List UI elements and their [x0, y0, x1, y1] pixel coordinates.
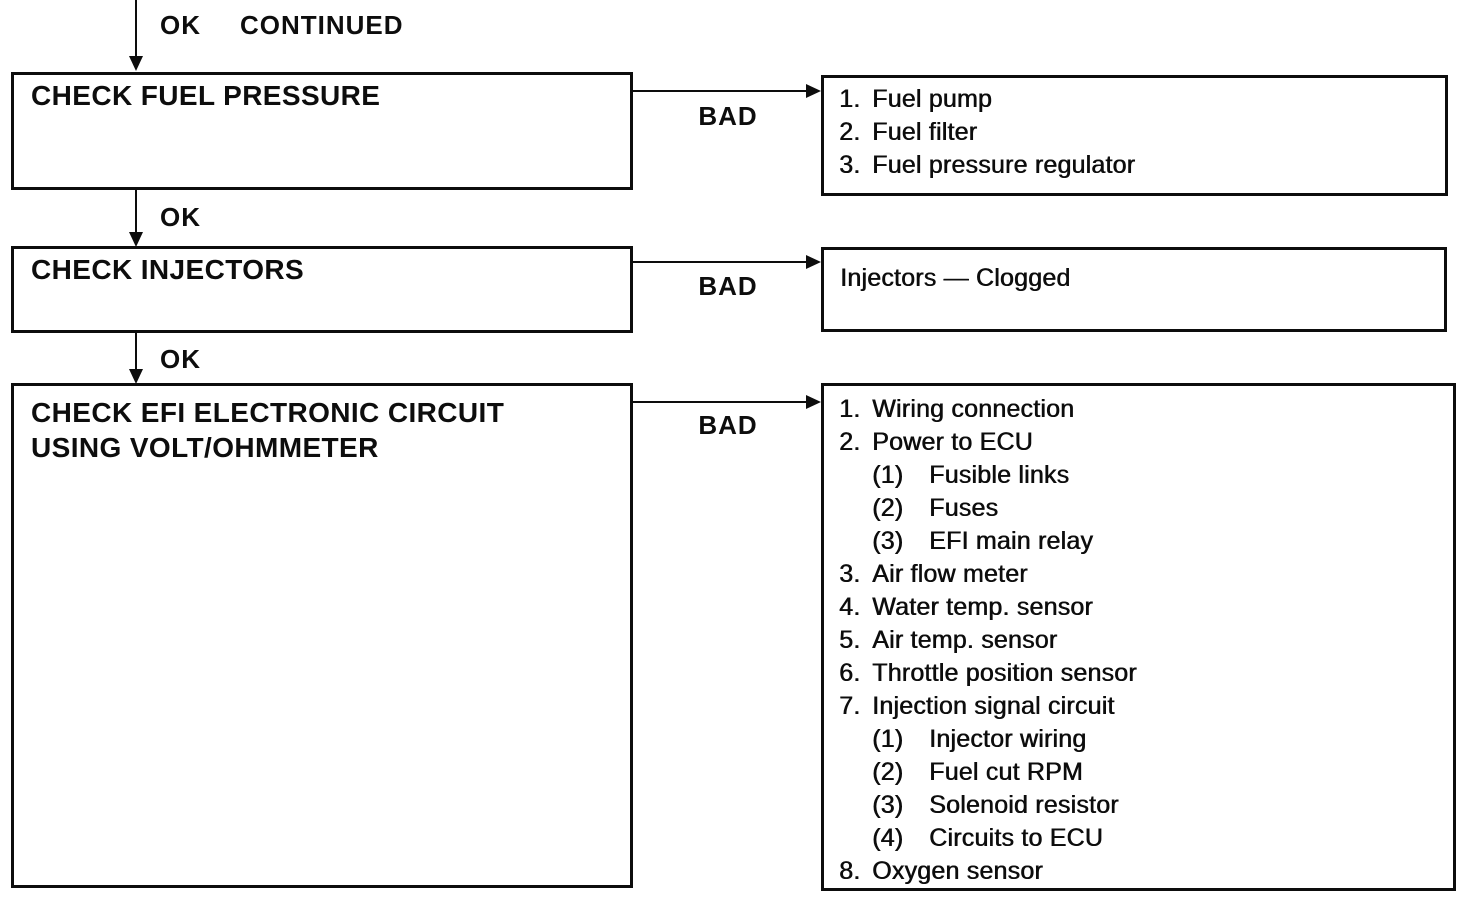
list-item: (1) Fusible links — [824, 459, 1137, 492]
bad-label-1: BAD — [698, 101, 758, 131]
entry-ok-label: OK — [160, 10, 201, 40]
list-item-text: Circuits to ECU — [929, 824, 1103, 852]
bad-connector-arrowhead-right-icon-3 — [806, 395, 821, 409]
list-item: 6. Throttle position sensor — [824, 657, 1137, 690]
list-item: 4. Water temp. sensor — [824, 591, 1137, 624]
bad-label-3: BAD — [698, 410, 758, 440]
list-item-number: 1. — [839, 395, 861, 423]
list-item-number: 5. — [839, 626, 861, 654]
list-item: (1) Injector wiring — [824, 723, 1137, 756]
entry-continued-label: CONTINUED — [240, 10, 404, 40]
list-item-text: Throttle position sensor — [872, 659, 1137, 687]
list-item-number: (2) — [872, 494, 904, 522]
list-item-number: 4. — [839, 593, 861, 621]
list-item-number: 3. — [839, 151, 861, 179]
list-item-text: Air flow meter — [872, 560, 1028, 588]
ok-label-1: OK — [160, 202, 201, 232]
list-item: 1. Fuel pump — [824, 83, 1135, 116]
list-item-number: 3. — [839, 560, 861, 588]
list-item-number: 2. — [839, 428, 861, 456]
list-item-number: (1) — [872, 725, 904, 753]
bad-connector-arrowhead-right-icon-2 — [806, 255, 821, 269]
step-title-efi-line1: CHECK EFI ELECTRONIC CIRCUIT — [31, 397, 505, 428]
ok-arrowhead-down-icon-1 — [129, 232, 143, 247]
list-item-number: (2) — [872, 758, 904, 786]
list-item-number: (1) — [872, 461, 904, 489]
list-item-number: 8. — [839, 857, 861, 885]
list-item-number: (3) — [872, 791, 904, 819]
result-box-fuel-pressure: 1. Fuel pump 2. Fuel filter 3. Fuel pressur… — [821, 75, 1448, 196]
list-item: (4) Circuits to ECU — [824, 822, 1137, 855]
list-item-number: 7. — [839, 692, 861, 720]
result-box-efi-circuit: 1. Wiring connection 2. Power to ECU (1) Fu… — [821, 383, 1456, 891]
result-box-injectors: Injectors — Clogged — [821, 247, 1447, 332]
list-item-text: Injector wiring — [929, 725, 1087, 753]
list-item: 3. Fuel pressure regulator — [824, 149, 1135, 182]
ok-arrowhead-down-icon-2 — [129, 369, 143, 384]
list-item: 2. Power to ECU — [824, 426, 1137, 459]
list-item: 7. Injection signal circuit — [824, 690, 1137, 723]
list-item: 8. Oxygen sensor — [824, 855, 1137, 888]
ok-arrow-line-2 — [135, 333, 137, 369]
step-box-check-injectors: CHECK INJECTORS — [11, 246, 633, 333]
step-title-efi-line2: USING VOLT/OHMMETER — [31, 432, 379, 463]
list-item-text: Oxygen sensor — [872, 857, 1043, 885]
list-item: 5. Air temp. sensor — [824, 624, 1137, 657]
list-item-number: 6. — [839, 659, 861, 687]
list-item: 1. Wiring connection — [824, 393, 1137, 426]
ok-arrow-line-1 — [135, 190, 137, 232]
list-item-text: Fuel filter — [872, 118, 978, 146]
list-item-text: Water temp. sensor — [872, 593, 1093, 621]
list-item-text: Fuses — [929, 494, 999, 522]
step-box-check-efi-circuit: CHECK EFI ELECTRONIC CIRCUIT USING VOLT/… — [11, 383, 633, 888]
list-item-text: Solenoid resistor — [929, 791, 1119, 819]
bad-connector-line-3 — [631, 401, 807, 403]
list-item-text: Wiring connection — [872, 395, 1075, 423]
entry-arrowhead-down-icon — [129, 56, 143, 71]
list-item-number: (4) — [872, 824, 904, 852]
step-box-check-fuel-pressure: CHECK FUEL PRESSURE — [11, 72, 633, 190]
list-item: (2) Fuel cut RPM — [824, 756, 1137, 789]
bad-connector-line-2 — [631, 261, 807, 263]
bad-connector-arrowhead-right-icon-1 — [806, 84, 821, 98]
list-item-text: Fuel pump — [872, 85, 992, 113]
list-item-text: Fusible links — [929, 461, 1070, 489]
list-item-text: Air temp. sensor — [872, 626, 1058, 654]
list-item-number: 1. — [839, 85, 861, 113]
list-item-text: EFI main relay — [929, 527, 1093, 555]
entry-arrow-line — [135, 0, 137, 56]
step-title-check-fuel-pressure: CHECK FUEL PRESSURE — [31, 80, 381, 111]
list-item-text: Injection signal circuit — [872, 692, 1115, 720]
bad-connector-line-1 — [631, 90, 807, 92]
list-item: 2. Fuel filter — [824, 116, 1135, 149]
list-item: (2) Fuses — [824, 492, 1137, 525]
list-item-number: (3) — [872, 527, 904, 555]
list-item: 3. Air flow meter — [824, 558, 1137, 591]
list-item-text: Fuel cut RPM — [929, 758, 1083, 786]
list-item-number: 2. — [839, 118, 861, 146]
ok-label-2: OK — [160, 344, 201, 374]
bad-label-2: BAD — [698, 271, 758, 301]
list-item-text: Fuel pressure regulator — [872, 151, 1136, 179]
list-item: (3) EFI main relay — [824, 525, 1137, 558]
step-title-check-injectors: CHECK INJECTORS — [31, 254, 305, 285]
list-item: (3) Solenoid resistor — [824, 789, 1137, 822]
list-item-text: Power to ECU — [872, 428, 1033, 456]
result-injectors-text: Injectors — Clogged — [840, 264, 1071, 292]
